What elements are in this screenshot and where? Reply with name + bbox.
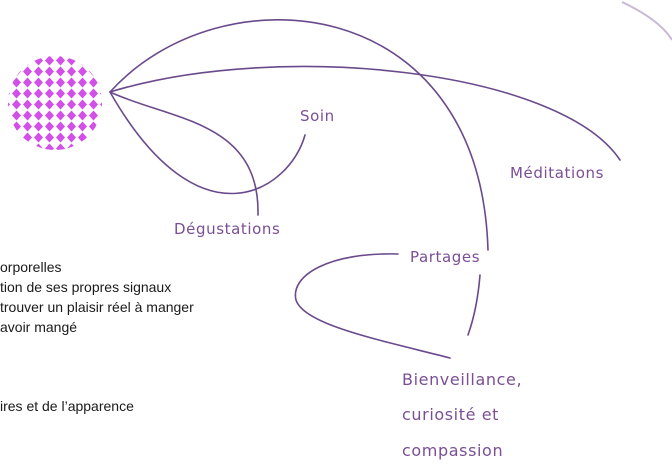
dotted-circle [8, 56, 102, 150]
curve-to-meditations [109, 65, 621, 161]
stroke-partages-down [467, 274, 481, 336]
text-line-2: tion de ses propres signaux [0, 279, 172, 295]
label-meditations: Méditations [510, 164, 604, 182]
curve-to-soin [109, 91, 306, 195]
loop-partages [294, 253, 451, 359]
label-soin: Soin [300, 107, 335, 125]
curve-to-degustations [109, 91, 259, 216]
label-degustations: Dégustations [174, 220, 280, 238]
label-bienveillance-line1: Bienveillance, [402, 370, 522, 389]
text-line-4: avoir mangé [0, 319, 78, 335]
text-line-3: trouver un plaisir réel à manger [0, 299, 194, 315]
text-line-5: ires et de l’apparence [0, 398, 134, 414]
curve-to-partages [109, 19, 489, 251]
label-bienveillance-line2: curiosité et [402, 405, 499, 424]
label-bienveillance-line3: compassion [402, 441, 503, 460]
text-line-1: orporelles [0, 259, 62, 275]
corner-arc [621, 1, 672, 41]
label-partages: Partages [410, 248, 480, 266]
